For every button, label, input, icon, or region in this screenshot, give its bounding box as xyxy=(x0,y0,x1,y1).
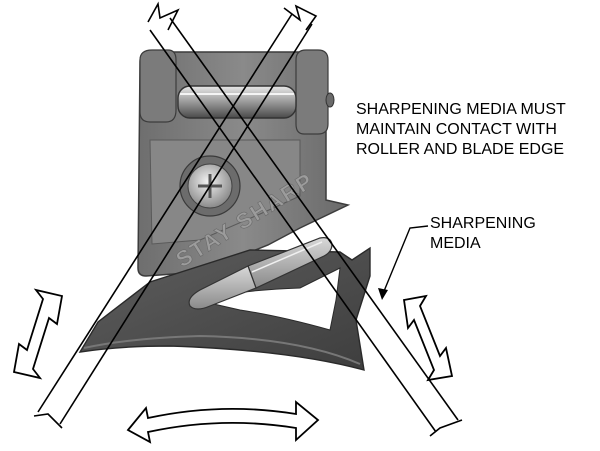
sight-lines xyxy=(33,1,463,437)
motion-arrow-bottom xyxy=(126,400,320,444)
line-end-bottom-left xyxy=(33,413,63,429)
sight-line-right-outer xyxy=(37,13,293,413)
media-label: SHARPENING MEDIA xyxy=(430,214,536,254)
blade-bevel xyxy=(83,334,361,365)
media-leader-arrowhead xyxy=(378,288,388,300)
instruction-note: SHARPENING MEDIA MUST MAINTAIN CONTACT W… xyxy=(356,100,566,160)
motion-arrow-left xyxy=(12,288,64,380)
line-end-bottom-right xyxy=(429,419,463,437)
rod-tip xyxy=(188,265,257,310)
hinge-left xyxy=(139,49,177,123)
break-mark-left xyxy=(147,1,180,31)
media-leader-line xyxy=(381,225,429,297)
media-label-line-2: MEDIA xyxy=(430,235,481,252)
break-mark-right xyxy=(283,4,318,31)
motion-arrow-right xyxy=(402,294,454,382)
knife-blade xyxy=(78,246,371,371)
instruction-line-1: SHARPENING MEDIA MUST xyxy=(356,101,566,118)
blade-shape xyxy=(78,246,371,371)
sight-line-right-inner xyxy=(59,23,313,425)
hinge-right xyxy=(295,49,329,135)
sight-line-left-outer xyxy=(149,29,437,433)
media-label-line-1: SHARPENING xyxy=(430,215,536,232)
roller xyxy=(177,85,297,119)
instruction-line-2: MAINTAIN CONTACT WITH xyxy=(356,121,557,138)
sight-line-left-inner xyxy=(169,17,459,421)
instruction-line-3: ROLLER AND BLADE EDGE xyxy=(356,141,565,158)
side-pin xyxy=(325,92,335,108)
